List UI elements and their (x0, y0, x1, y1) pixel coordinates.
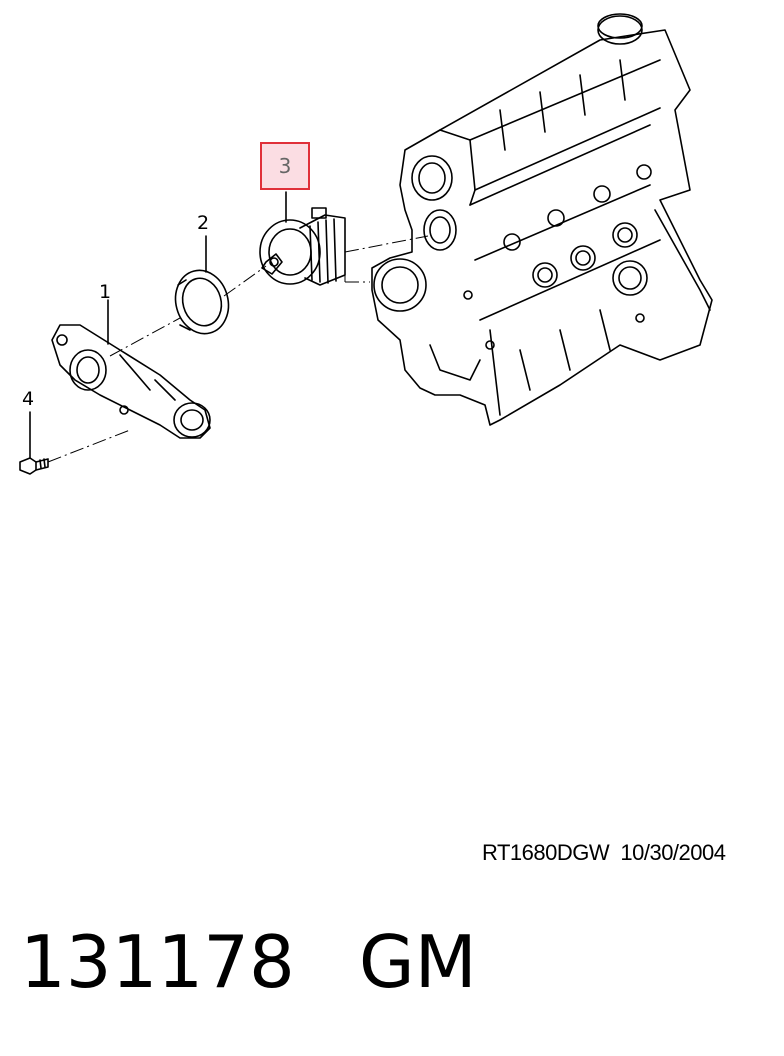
drawing-date: 10/30/2004 (620, 840, 726, 865)
bolt-part[interactable] (19, 457, 49, 475)
alignment-line (47, 429, 131, 463)
alignment-line (109, 317, 181, 357)
seal-ring-part[interactable] (169, 264, 236, 339)
alignment-line (344, 235, 429, 253)
callout-3-highlighted[interactable]: 3 (260, 142, 310, 190)
callout-4: 4 (22, 388, 35, 410)
alignment-line (223, 265, 267, 297)
callout-1: 1 (99, 281, 112, 303)
exploded-parts-diagram (19, 13, 713, 475)
thermostat-part[interactable] (259, 207, 346, 286)
part-number: 131178 (20, 920, 295, 1004)
drawing-code: RT1680DGW 10/30/2004 (482, 840, 726, 866)
brand-name: GM (358, 920, 477, 1004)
outlet-pipe-part[interactable] (51, 324, 211, 439)
callout-2: 2 (197, 212, 210, 234)
engine-block (371, 13, 713, 426)
footer-caption: 131178 GM (20, 920, 541, 1004)
drawing-ref: RT1680DGW (482, 840, 610, 865)
